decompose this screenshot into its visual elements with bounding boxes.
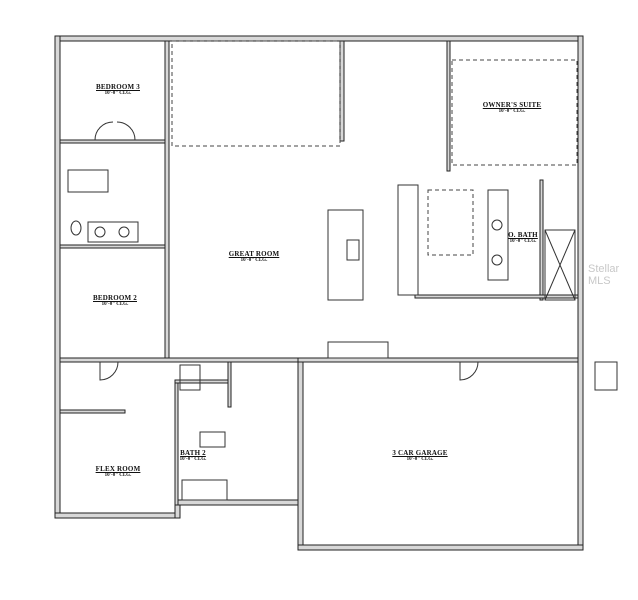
- room-ceiling: 10'-0" CLG.: [498, 109, 526, 114]
- room-ceiling: 10'-0" CLG.: [101, 302, 129, 307]
- room-label-bath-2: BATH 2 10'-0" CLG.: [179, 449, 207, 463]
- room-ceiling: 10'-0" CLG.: [240, 258, 268, 263]
- garage-entry-door: [459, 361, 479, 381]
- interior-walls: [59, 40, 579, 506]
- toilet: [70, 220, 82, 236]
- room-name: GREAT ROOM: [228, 250, 280, 258]
- room-ceiling: 10'-0" CLG.: [509, 239, 537, 244]
- room-label-bedroom-2: BEDROOM 2 10'-0" CLG.: [93, 294, 137, 308]
- room-name: BEDROOM 3: [96, 83, 140, 91]
- dashed-ceiling-outlines: [171, 40, 578, 256]
- shower: [544, 229, 576, 301]
- room-ceiling: 10'-0" CLG.: [406, 457, 434, 462]
- room-name: O. BATH: [508, 231, 538, 239]
- bath-vanity: [487, 189, 509, 281]
- vanity: [87, 221, 139, 243]
- bathtub: [67, 169, 109, 193]
- room-label-o-bath: O. BATH 10'-0" CLG.: [508, 231, 538, 245]
- closet-doors: [94, 121, 136, 141]
- room-ceiling: 10'-0" CLG.: [104, 473, 132, 478]
- sink: [346, 239, 360, 261]
- room-name: BEDROOM 2: [93, 294, 137, 302]
- room-ceiling: 10'-0" CLG.: [104, 91, 132, 96]
- room-name: OWNER'S SUITE: [482, 101, 542, 109]
- room-label-flex-room: FLEX ROOM 10'-0" CLG.: [95, 465, 141, 479]
- bath2-shower: [181, 479, 228, 501]
- fixtures: [67, 121, 618, 501]
- room-name: FLEX ROOM: [95, 465, 141, 473]
- room-label-3-car-garage: 3 CAR GARAGE 10'-0" CLG.: [392, 449, 448, 463]
- room-label-owners-suite: OWNER'S SUITE 10'-0" CLG.: [482, 101, 542, 115]
- kitchen-island: [327, 209, 364, 301]
- room-name: BATH 2: [180, 449, 206, 457]
- counter: [327, 341, 389, 359]
- ac-pad: [594, 361, 618, 391]
- kitchen-counter: [397, 184, 419, 296]
- watermark: Stellar MLS: [588, 263, 620, 287]
- room-label-great-room: GREAT ROOM 10'-0" CLG.: [228, 250, 280, 264]
- water-heater: [179, 364, 201, 391]
- room-name: 3 CAR GARAGE: [392, 449, 448, 457]
- room-label-bedroom-3: BEDROOM 3 10'-0" CLG.: [96, 83, 140, 97]
- bath2-vanity: [199, 431, 226, 448]
- room-ceiling: 10'-0" CLG.: [179, 457, 207, 462]
